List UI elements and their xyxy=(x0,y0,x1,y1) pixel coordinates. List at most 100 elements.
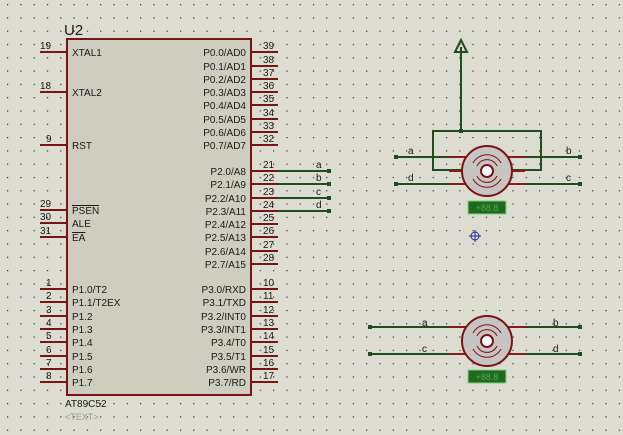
terminal-dot xyxy=(327,209,331,213)
junction-dot xyxy=(459,129,463,133)
chip-body xyxy=(66,38,252,396)
microcontroller-u2[interactable]: U2 AT89C52 <TEXT> 19XTAL118XTAL29RST29PS… xyxy=(40,22,331,422)
pin-number: 6 xyxy=(46,345,52,356)
pin-label: P3.3/INT1 xyxy=(201,325,246,336)
pin-label: P0.6/AD6 xyxy=(203,128,246,139)
pin-number: 12 xyxy=(263,305,275,316)
net-label: a xyxy=(316,160,322,171)
net-label: b xyxy=(553,318,559,329)
pin-number: 33 xyxy=(263,121,275,132)
pin-label: ALE xyxy=(72,219,91,230)
pin-label: P2.1/A9 xyxy=(210,180,246,191)
pin-label: PSEN xyxy=(72,206,99,217)
pin-number: 14 xyxy=(263,331,275,342)
pin-label: P3.6/WR xyxy=(206,365,246,376)
terminal-dot xyxy=(327,196,331,200)
pin-number: 24 xyxy=(263,200,275,211)
speed-display xyxy=(467,200,507,215)
motor-icon xyxy=(461,145,513,197)
pin-label: P0.7/AD7 xyxy=(203,141,246,152)
pin-label: P2.4/A12 xyxy=(205,220,247,231)
pin-label: P3.5/T1 xyxy=(211,352,246,363)
terminal-dot xyxy=(578,155,582,159)
pin-number: 28 xyxy=(263,253,275,264)
pin-number: 26 xyxy=(263,226,275,237)
pin-number: 11 xyxy=(263,291,274,302)
pin-number: 5 xyxy=(46,331,52,342)
terminal-dot xyxy=(368,352,372,356)
pin-number: 27 xyxy=(263,240,275,251)
pin-number: 1 xyxy=(46,278,52,289)
pin-number: 23 xyxy=(263,187,275,198)
pin-label: P0.2/AD2 xyxy=(203,75,246,86)
chip-part: AT89C52 xyxy=(65,399,107,410)
stepper-motor-1[interactable]: a d b c +88.8 xyxy=(394,37,582,215)
pin-label: P0.0/AD0 xyxy=(203,48,246,59)
pin-number: 18 xyxy=(40,81,52,92)
pin-number: 29 xyxy=(40,199,52,210)
net-label: c xyxy=(422,344,427,355)
terminal-dot xyxy=(578,352,582,356)
pin-label: P1.7 xyxy=(72,378,93,389)
speed-display-value: +88.8 xyxy=(476,372,499,382)
net-label: a xyxy=(408,146,414,157)
pin-number: 35 xyxy=(263,94,275,105)
pin-number: 38 xyxy=(263,55,275,66)
pin-label: P2.6/A14 xyxy=(205,247,247,258)
stepper-motor-2[interactable]: a c b d +88.8 xyxy=(368,315,582,384)
pin-label: RST xyxy=(72,141,92,152)
pin-label: EA xyxy=(72,233,86,244)
pin-label: P1.6 xyxy=(72,365,93,376)
pin-number: 30 xyxy=(40,212,52,223)
chip-text-placeholder: <TEXT> xyxy=(65,412,99,422)
pin-number: 25 xyxy=(263,213,275,224)
pin-label: P2.0/A8 xyxy=(210,167,246,178)
terminal-dot xyxy=(327,169,331,173)
pin-number: 39 xyxy=(263,41,275,52)
pin-label: XTAL2 xyxy=(72,88,102,99)
power-terminal-icon[interactable] xyxy=(453,37,469,53)
pin-number: 17 xyxy=(263,371,275,382)
pin-label: P2.3/A11 xyxy=(206,207,247,218)
terminal-dot xyxy=(394,155,398,159)
pin-label: P0.5/AD5 xyxy=(203,115,246,126)
terminal-dot xyxy=(578,325,582,329)
pin-number: 15 xyxy=(263,345,275,356)
pin-label: P1.3 xyxy=(72,325,93,336)
pin-label: P1.0/T2 xyxy=(72,285,107,296)
motor-icon xyxy=(461,315,513,367)
pin-label: P3.7/RD xyxy=(208,378,246,389)
terminal-dot xyxy=(394,182,398,186)
pin-label: P3.4/T0 xyxy=(211,338,246,349)
net-label: c xyxy=(316,187,321,198)
pin-number: 13 xyxy=(263,318,275,329)
pin-label: P0.4/AD4 xyxy=(203,101,246,112)
pin-number: 31 xyxy=(40,226,52,237)
pin-number: 2 xyxy=(46,291,52,302)
pin-label: XTAL1 xyxy=(72,48,102,59)
pin-number: 3 xyxy=(46,305,52,316)
pin-label: P0.3/AD3 xyxy=(203,88,246,99)
pin-number: 19 xyxy=(40,41,52,52)
pin-label: P2.2/A10 xyxy=(205,194,247,205)
pin-label: P1.4 xyxy=(72,338,93,349)
net-label: a xyxy=(422,318,428,329)
net-label: d xyxy=(408,173,414,184)
pin-number: 8 xyxy=(46,371,52,382)
pin-number: 4 xyxy=(46,318,52,329)
pin-label: P2.5/A13 xyxy=(205,233,247,244)
terminal-dot xyxy=(578,182,582,186)
terminal-dot xyxy=(327,182,331,186)
speed-display-value: +88.8 xyxy=(476,203,499,213)
pin-label: P0.1/AD1 xyxy=(203,62,246,73)
net-label: d xyxy=(553,344,559,355)
pin-label: P1.2 xyxy=(72,312,93,323)
pin-label: P3.2/INT0 xyxy=(201,312,246,323)
pin-number: 34 xyxy=(263,108,275,119)
terminal-dot xyxy=(368,325,372,329)
pin-label: P1.1/T2EX xyxy=(72,298,121,309)
pin-number: 7 xyxy=(46,358,52,369)
pin-number: 10 xyxy=(263,278,275,289)
